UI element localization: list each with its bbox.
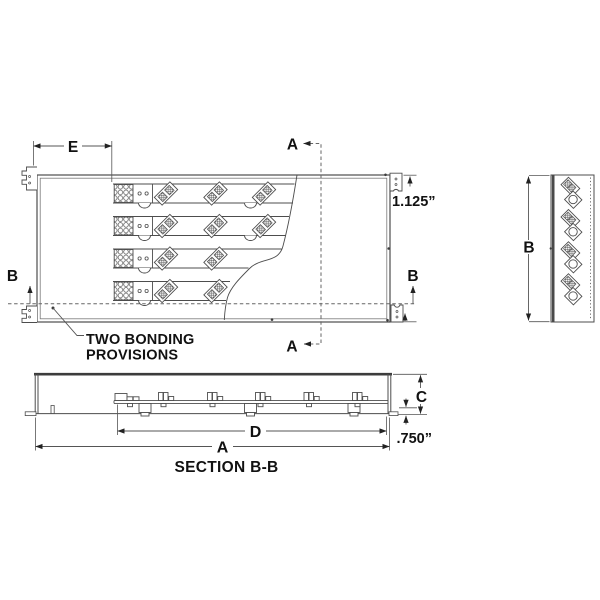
side-view: B (523, 174, 595, 323)
terminal-strip-1 (113, 181, 295, 209)
dim-a-label: A (217, 440, 229, 457)
side-mid-dot (549, 247, 552, 250)
break-line (223, 174, 298, 321)
a-dimension: A (35, 417, 390, 457)
terminal-strip-2 (113, 213, 289, 241)
dim-1125-label: 1.125” (392, 194, 436, 210)
bonding-note-line1: TWO BONDING (86, 332, 195, 348)
left-flange-stub (24, 411, 37, 416)
side-dim-b-label: B (523, 240, 534, 257)
section-side-walls (34, 374, 392, 414)
section-b-left-label: B (7, 268, 18, 285)
mounting-bracket-bottom-right (390, 304, 404, 323)
bonding-note: TWO BONDING PROVISIONS (51, 306, 195, 364)
reference-dots (270, 173, 391, 322)
section-dots (150, 373, 272, 376)
leader-line (52, 307, 84, 336)
mounting-bracket-top-left (21, 166, 37, 191)
section-view: C .750” D A SECTION B-B (24, 372, 432, 476)
section-a-top-label: A (287, 137, 298, 154)
aa-section-line: A A (286, 137, 322, 356)
section-b-right-label: B (407, 268, 418, 285)
mounting-bracket-top-right (389, 172, 403, 192)
e-dimension: E (33, 138, 113, 182)
section-terminal-bar (113, 392, 388, 417)
bonding-screw (50, 405, 55, 414)
dim-e-label: E (68, 139, 78, 156)
panel-inner-edge (39, 177, 388, 320)
d-dimension: D (117, 404, 387, 441)
section-end-block (114, 393, 140, 408)
height-dimension-1125: 1.125” (392, 174, 436, 210)
terminal-strip-3 (113, 246, 282, 274)
section-a-bottom-label: A (286, 339, 297, 356)
dim-d-label: D (250, 424, 262, 441)
c-dimension: C (393, 373, 427, 416)
b-dimension-side: B (523, 175, 550, 323)
depth-dimension-750: .750” (397, 398, 432, 447)
section-title: SECTION B-B (174, 459, 278, 476)
bb-section-line: B B (7, 268, 419, 305)
bracket-offset-arrow (402, 313, 417, 323)
right-flange-stub (388, 411, 399, 416)
mounting-bracket-bottom-left (21, 305, 37, 323)
terminal-strip-4 (113, 278, 230, 306)
dim-750-label: .750” (397, 431, 432, 447)
bonding-note-line2: PROVISIONS (86, 348, 178, 364)
dim-c-label: C (416, 389, 427, 406)
front-view: E 1.125” A A B B TWO (7, 137, 436, 364)
